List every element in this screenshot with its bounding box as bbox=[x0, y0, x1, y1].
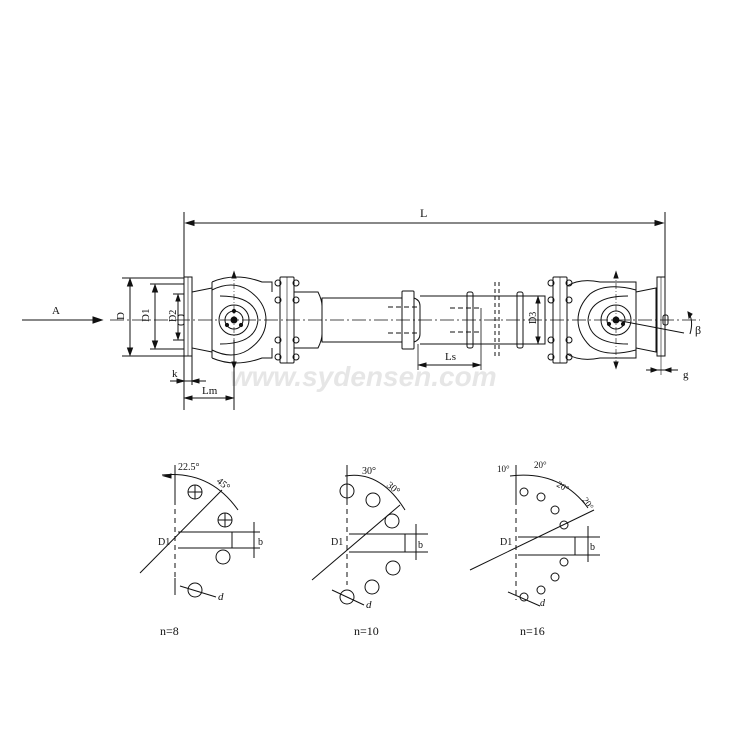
flange-pattern-n10: 30° 30° b D1 d n=10 bbox=[311, 465, 428, 638]
label-k: k bbox=[172, 368, 178, 380]
label-L: L bbox=[420, 206, 427, 220]
left-universal-joint bbox=[191, 270, 273, 370]
svg-text:d: d bbox=[366, 599, 372, 611]
view-arrow-A: A bbox=[22, 305, 104, 324]
svg-text:D1: D1 bbox=[158, 537, 170, 548]
flange-pattern-n8: 22.5° 45° b D1 d n=8 bbox=[139, 462, 263, 638]
svg-text:d: d bbox=[540, 598, 546, 609]
k-lm-dims: k Lm bbox=[170, 340, 235, 410]
label-D2: D2 bbox=[168, 310, 179, 322]
flange-diameter-dims: D D1 D2 bbox=[115, 277, 184, 357]
label-g: g bbox=[683, 369, 689, 381]
label-D3: D3 bbox=[528, 312, 539, 324]
svg-text:30°: 30° bbox=[384, 480, 402, 497]
label-Ls: Ls bbox=[445, 351, 456, 363]
svg-text:20°: 20° bbox=[555, 479, 571, 494]
slip-tube: Ls D3 bbox=[417, 282, 546, 370]
caption-n8: n=8 bbox=[160, 624, 179, 638]
svg-text:10°: 10° bbox=[497, 464, 510, 474]
left-mid-flange bbox=[274, 276, 300, 364]
caption-n10: n=10 bbox=[354, 624, 379, 638]
svg-text:30°: 30° bbox=[362, 466, 376, 477]
right-flange: β g bbox=[615, 276, 701, 381]
svg-text:D1: D1 bbox=[331, 537, 343, 548]
label-D: D bbox=[115, 312, 127, 320]
right-universal-joint bbox=[566, 270, 657, 370]
svg-text:22.5°: 22.5° bbox=[178, 462, 200, 473]
label-beta: β bbox=[695, 323, 701, 337]
svg-text:20°: 20° bbox=[534, 460, 547, 470]
main-tube bbox=[294, 290, 421, 350]
svg-text:b: b bbox=[258, 537, 263, 548]
svg-text:45°: 45° bbox=[214, 476, 232, 493]
label-Lm: Lm bbox=[202, 385, 218, 397]
label-D1: D1 bbox=[140, 309, 152, 322]
right-mid-flange bbox=[547, 276, 573, 364]
left-flange bbox=[177, 276, 193, 357]
svg-text:20°: 20° bbox=[580, 495, 596, 511]
watermark: www.sydensen.com bbox=[230, 361, 497, 392]
overall-length-dimension: L bbox=[183, 206, 666, 278]
svg-text:D1: D1 bbox=[500, 537, 512, 548]
flange-pattern-n16: 10° 20° 20° 20° b D1 d n=16 bbox=[469, 460, 600, 638]
svg-text:b: b bbox=[590, 542, 595, 553]
svg-text:d: d bbox=[218, 591, 224, 603]
caption-n16: n=16 bbox=[520, 624, 545, 638]
svg-text:A: A bbox=[52, 305, 60, 317]
svg-text:b: b bbox=[418, 540, 423, 551]
